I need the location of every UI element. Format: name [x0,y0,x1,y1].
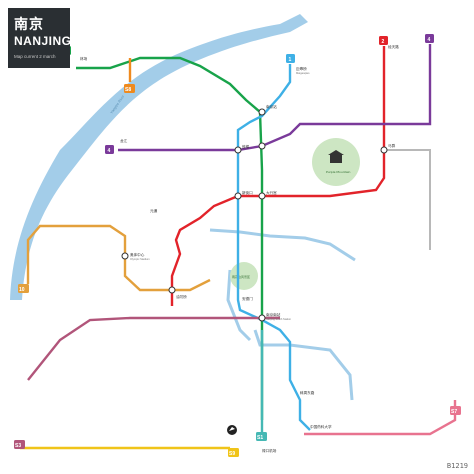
station-label-cpu[interactable]: 中国药科大学 [310,424,332,429]
station-label-nanjing-south-en: Nanjing South Station [266,317,292,321]
svg-text:4: 4 [108,148,111,154]
station-label-maigaoqiao-en: Maigaoqiao [296,71,310,75]
park-label-yuhuatai: 雨花台风景区 [232,274,250,279]
station-label-nanjing-station[interactable]: 南京站 [266,104,277,109]
line-s1-badge[interactable]: S1 [256,432,267,441]
svg-text:S8: S8 [125,87,131,93]
line-s7-badge[interactable]: S7 [450,406,461,415]
svg-text:10: 10 [19,287,25,293]
title-panel: 南京 NANJING Map current 2 march [8,8,72,68]
station-label-lukou-airport[interactable]: 禄口机场 [262,448,277,453]
line-4-badge-west[interactable]: 4 [105,145,114,154]
airport-icon [227,425,237,435]
line-future-route [384,149,431,250]
svg-text:S3: S3 [15,443,21,449]
line-1-route [236,64,311,431]
station-label-olympic-en: Olympic Stadium [130,257,150,261]
station-label-linchang[interactable]: 林场 [80,56,88,61]
station-label-gulou[interactable]: 鼓楼 [242,144,250,149]
line-s3-route [27,316,280,381]
page-title-en: NANJING [14,34,72,48]
line-10-badge[interactable]: 10 [18,284,29,293]
line-s7-route [304,400,457,436]
line-2-badge[interactable]: 2 [379,36,388,45]
interchange-station[interactable] [121,108,388,322]
qinhuai-river [209,228,356,401]
station-label-yuantong[interactable]: 元通 [150,208,158,213]
station-label-mozhou[interactable]: 秣周东路 [300,390,315,395]
svg-text:1: 1 [289,57,292,63]
page-title-zh: 南京 [14,17,44,33]
map-subtitle: Map current 2 march [14,54,56,59]
station-label-xinjiekou[interactable]: 新街口 [242,190,253,195]
mountain-icon [328,150,344,163]
station-label-maqun[interactable]: 马群 [388,143,396,148]
line-4-route [118,44,432,152]
line-s3-badge[interactable]: S3 [14,440,25,449]
line-s8-badge[interactable]: S8 [124,84,135,93]
station-label-jingtian[interactable]: 经天路 [388,44,399,49]
yangtze-river [10,14,308,300]
map-code: B1219 [446,462,468,470]
station-label-longjiang[interactable]: 龙江 [120,138,128,143]
park-label-purple-mountain: Purple Mountain [326,170,351,174]
svg-text:4: 4 [428,37,431,43]
station-label-andemen[interactable]: 安德门 [242,296,253,301]
station-label-daxinggong[interactable]: 大行宫 [266,190,277,195]
station-label-nanjing-south[interactable]: 南京南站 [266,312,281,317]
station-label-olympic[interactable]: 奥体中心 [130,252,145,257]
line-4-badge-east[interactable]: 4 [425,34,434,43]
line-1-badge[interactable]: 1 [286,54,295,63]
station-label-youfangqiao[interactable]: 油坊桥 [176,294,187,299]
line-10-route [26,224,211,292]
svg-text:S1: S1 [257,435,263,441]
svg-text:2: 2 [382,39,385,45]
station-label-maigaoqiao[interactable]: 迈皋桥 [296,66,307,71]
svg-text:S7: S7 [451,409,457,415]
svg-text:S9: S9 [229,451,235,457]
line-s9-badge[interactable]: S9 [228,448,239,457]
